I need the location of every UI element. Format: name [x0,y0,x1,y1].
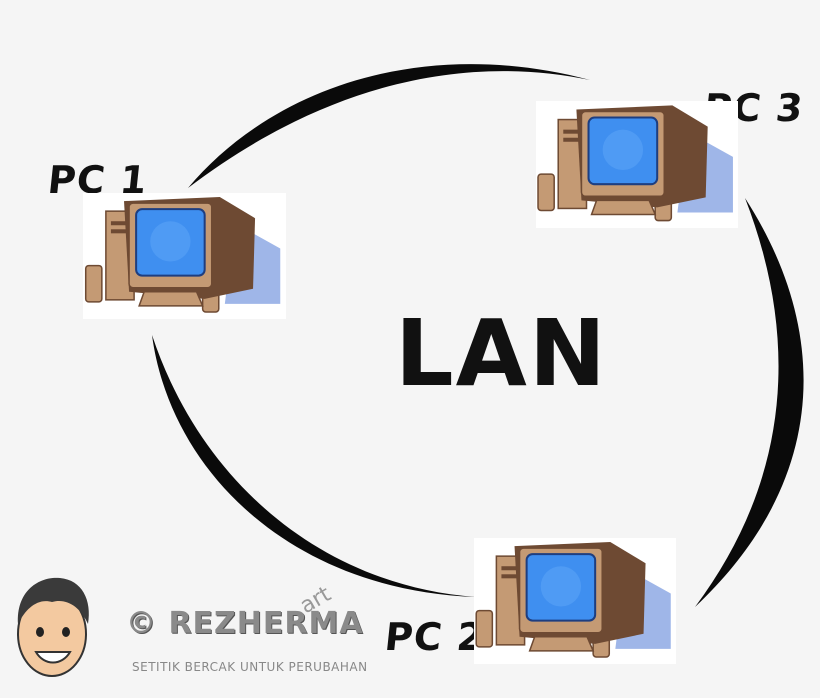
pc2-label: PC 2 [382,615,487,659]
brand-tagline: SETITIK BERCAK UNTUK PERUBAHAN [132,660,368,674]
arc-pc3-pc2 [695,198,804,607]
arc-pc1-pc3 [188,64,590,188]
pc3-computer[interactable] [536,101,738,228]
pc1-computer[interactable] [83,193,286,319]
brand-watermark: © REZHERMA [126,606,364,641]
computer-icon [475,542,671,658]
pc2-computer[interactable] [474,538,676,664]
lan-label: LAN [395,300,608,407]
avatar-logo [17,577,89,677]
arc-pc1-pc2 [152,335,475,597]
computer-icon [537,105,733,222]
computer-icon [84,197,281,313]
